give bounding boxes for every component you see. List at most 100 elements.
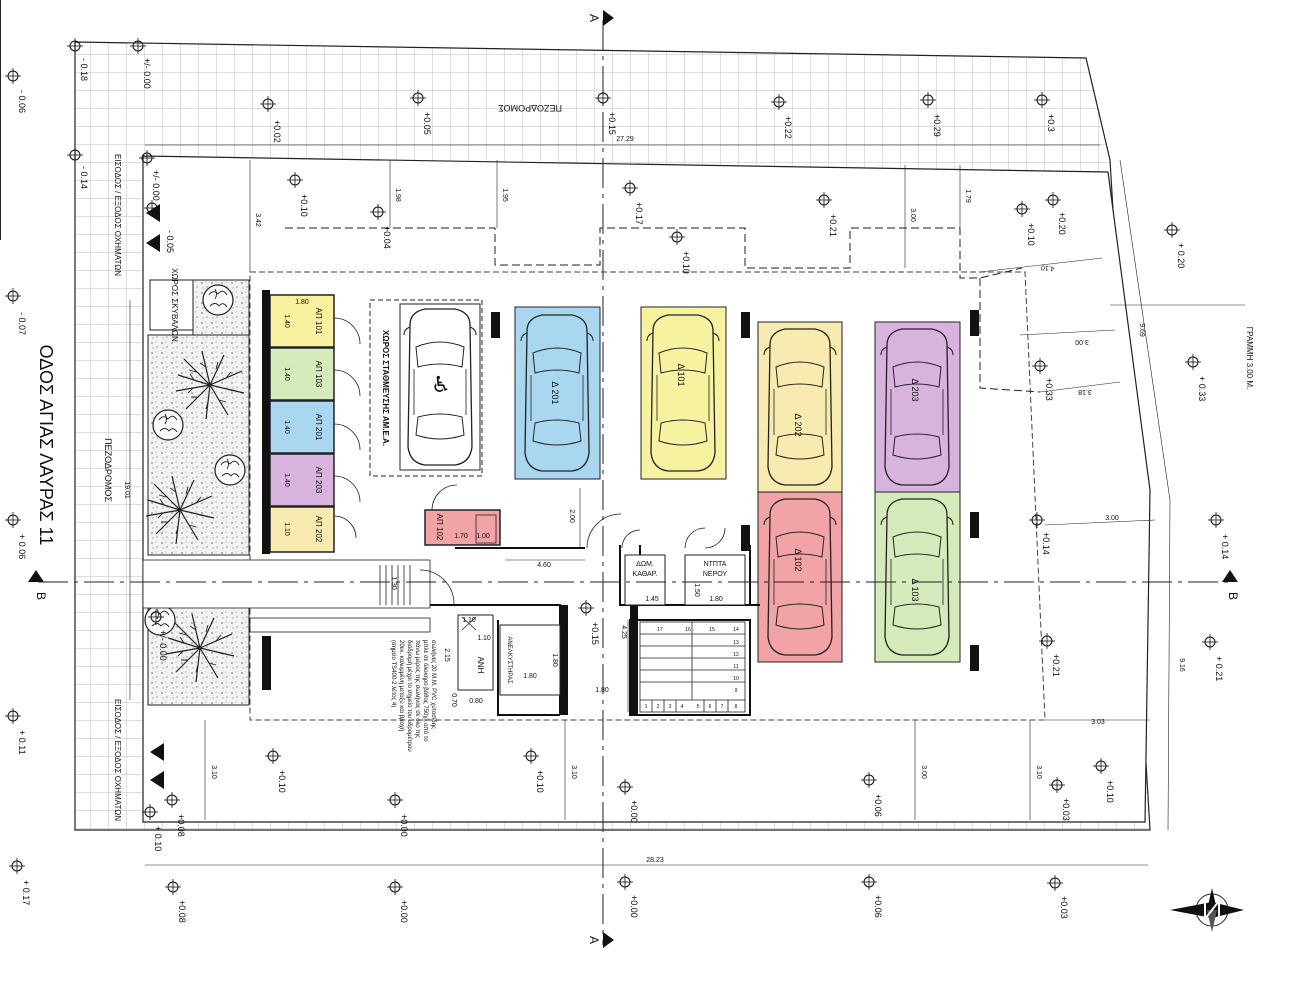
dim-top-offset-4: 3.00	[909, 208, 916, 222]
wheelchair-icon: ♿	[431, 372, 451, 397]
stair-step-12: 12	[733, 652, 739, 658]
section-arrow-b-right	[1222, 570, 1238, 582]
parking-d103	[874, 491, 961, 663]
level-marker-icon	[164, 878, 182, 896]
stair-step-5: 5	[697, 704, 700, 710]
stair-step-14: 14	[733, 627, 739, 633]
level-marker-icon	[4, 511, 22, 529]
elev-top-6: +0.3	[1046, 114, 1056, 132]
elev-top-4: +0.22	[783, 116, 793, 139]
dim-stair-span: 4.25	[620, 625, 627, 639]
stair-step-15: 15	[709, 627, 715, 633]
elev-top-1: +0.02	[272, 120, 282, 143]
level-marker-icon	[1046, 874, 1064, 892]
dim-top-offset-3: 1.95	[501, 188, 508, 202]
section-arrow-a-bottom	[603, 932, 614, 948]
tree-icon	[214, 454, 246, 486]
hall-dim-6: 1.80	[595, 687, 609, 694]
cleaning-room-dim: 1.45	[645, 596, 659, 603]
anh-shaft	[457, 614, 494, 691]
elev-left-inner-2: +/- 0.00	[142, 58, 152, 89]
water-tank-room	[684, 554, 746, 606]
upper-floor-outline-right	[979, 278, 1041, 393]
level-marker-icon	[1163, 221, 1181, 239]
stair-step-6: 6	[709, 704, 712, 710]
storage-ap201-dim: 1.40	[283, 420, 290, 434]
storage-ap203-dim: 1.40	[283, 473, 290, 487]
stair-step-16: 16	[685, 627, 691, 633]
elev-interior-7: +0.08	[176, 814, 186, 837]
parking-d103-label: Δ 103	[910, 578, 920, 601]
ramp-note-line-3: πάνω μέρος της σωλήνας σε όλο της	[414, 640, 421, 738]
elev-left-inner-5: - 0.05	[165, 230, 175, 253]
storage-ap101-label: ΑΠ 101	[314, 308, 323, 335]
entrance-label-top: ΕΙΣΟΔΟΣ / ΕΞΟΔΟΣ ΟΧΗΜΑΤΩΝ	[113, 154, 122, 276]
upper-floor-outline	[285, 227, 1023, 279]
elev-bottom-4: +0.06	[873, 895, 883, 918]
elevator-dim-1: 1.80	[523, 673, 537, 680]
level-marker-icon	[4, 67, 22, 85]
dim-top-offset-1: 3.42	[254, 213, 261, 227]
dim-right-offset-2: 3.00	[1075, 338, 1089, 345]
water-tank-dim-1: 1.50	[693, 583, 700, 597]
ramp-note-line-2: μπλε σε όλοκηρο βάθος 750χλ από το	[422, 640, 429, 742]
elev-interior-1: +0.10	[277, 770, 287, 793]
level-marker-icon	[4, 287, 22, 305]
elev-left-outer-3: + 0.06	[17, 534, 27, 559]
bin-area	[149, 279, 194, 331]
dim-right-lower: 9.16	[1178, 658, 1185, 672]
storage-ap201	[269, 400, 335, 454]
storage-ap203	[269, 453, 335, 507]
elev-mid-3: +0.17	[634, 202, 644, 225]
storage-ap103	[269, 347, 335, 401]
elev-bottom-5: +0.03	[1059, 896, 1069, 919]
storage-ap202-dim: 1.10	[283, 522, 290, 536]
ramp-note-line-5: 20εκ. καλυμμένη μεταξύ και βροχή	[398, 640, 405, 731]
section-label-a-bottom: A	[587, 936, 601, 944]
hall-dim-3: 1.10	[462, 617, 476, 624]
elev-right-outer-2: + 0.33	[1197, 376, 1207, 401]
parking-d201-label: Δ 201	[550, 381, 560, 404]
section-label-a-top: A	[587, 14, 601, 22]
building-outline	[249, 271, 1046, 721]
stair-step-2: 2	[657, 704, 660, 710]
elev-top-5: +0.29	[932, 114, 942, 137]
level-marker-icon	[8, 857, 26, 875]
storage-ap102-height: 1.00	[476, 533, 490, 540]
parking-d203	[874, 321, 961, 493]
elev-mid-1: +0.10	[299, 194, 309, 217]
level-marker-icon	[386, 878, 404, 896]
bin-area-label: ΧΩΡΟΣ ΣΚΥΒΑΛΩΝ	[170, 268, 179, 342]
elevator-dim-2: 1.80	[551, 653, 558, 667]
storage-ap102	[424, 509, 501, 546]
section-label-b-left: B	[34, 592, 48, 600]
level-marker-icon	[1184, 353, 1202, 371]
dim-bottom-offset-2: 3.10	[570, 765, 577, 779]
storage-ap103-dim: 1.40	[283, 367, 290, 381]
dim-left-width: 19.01	[123, 481, 130, 499]
dim-bottom-offset-3: 3.00	[920, 765, 927, 779]
elev-mid-2: +0.04	[382, 226, 392, 249]
parking-d101	[640, 306, 727, 480]
ramp-note: σωλήνες 20 Μ.Μ. PVC χυτοσίδης μπλε σε όλ…	[390, 640, 437, 752]
north-arrow-icon	[1170, 888, 1244, 932]
dim-top-offset-5: 1.79	[964, 189, 971, 203]
storage-ap203-label: ΑΠ 203	[314, 467, 323, 494]
section-arrow-b-left	[28, 570, 44, 582]
parking-d201	[514, 306, 601, 480]
elevator-room	[499, 624, 561, 696]
anh-label: ΑΝΗ	[476, 657, 485, 674]
elev-interior-6: +0.06	[873, 794, 883, 817]
level-marker-icon	[4, 707, 22, 725]
parking-d102-label: Δ 102	[793, 548, 803, 571]
parking-spaces: Δ 201 Δ 101 Δ 202 Δ 203 Δ 102 Δ 103	[514, 306, 961, 663]
ramp-note-line-1: σωλήνες 20 Μ.Μ. PVC χυτοσίδης	[430, 640, 437, 729]
staircase	[639, 621, 746, 713]
elev-left-inner-4: +/- 0.00	[151, 170, 161, 201]
level-marker-icon	[1207, 511, 1225, 529]
stair-step-4: 4	[681, 704, 684, 710]
storage-ap202-label: ΑΠ 202	[314, 516, 323, 543]
elev-mid-7: +0.20	[1057, 212, 1067, 235]
hall-dim-4: 1.10	[477, 635, 491, 642]
